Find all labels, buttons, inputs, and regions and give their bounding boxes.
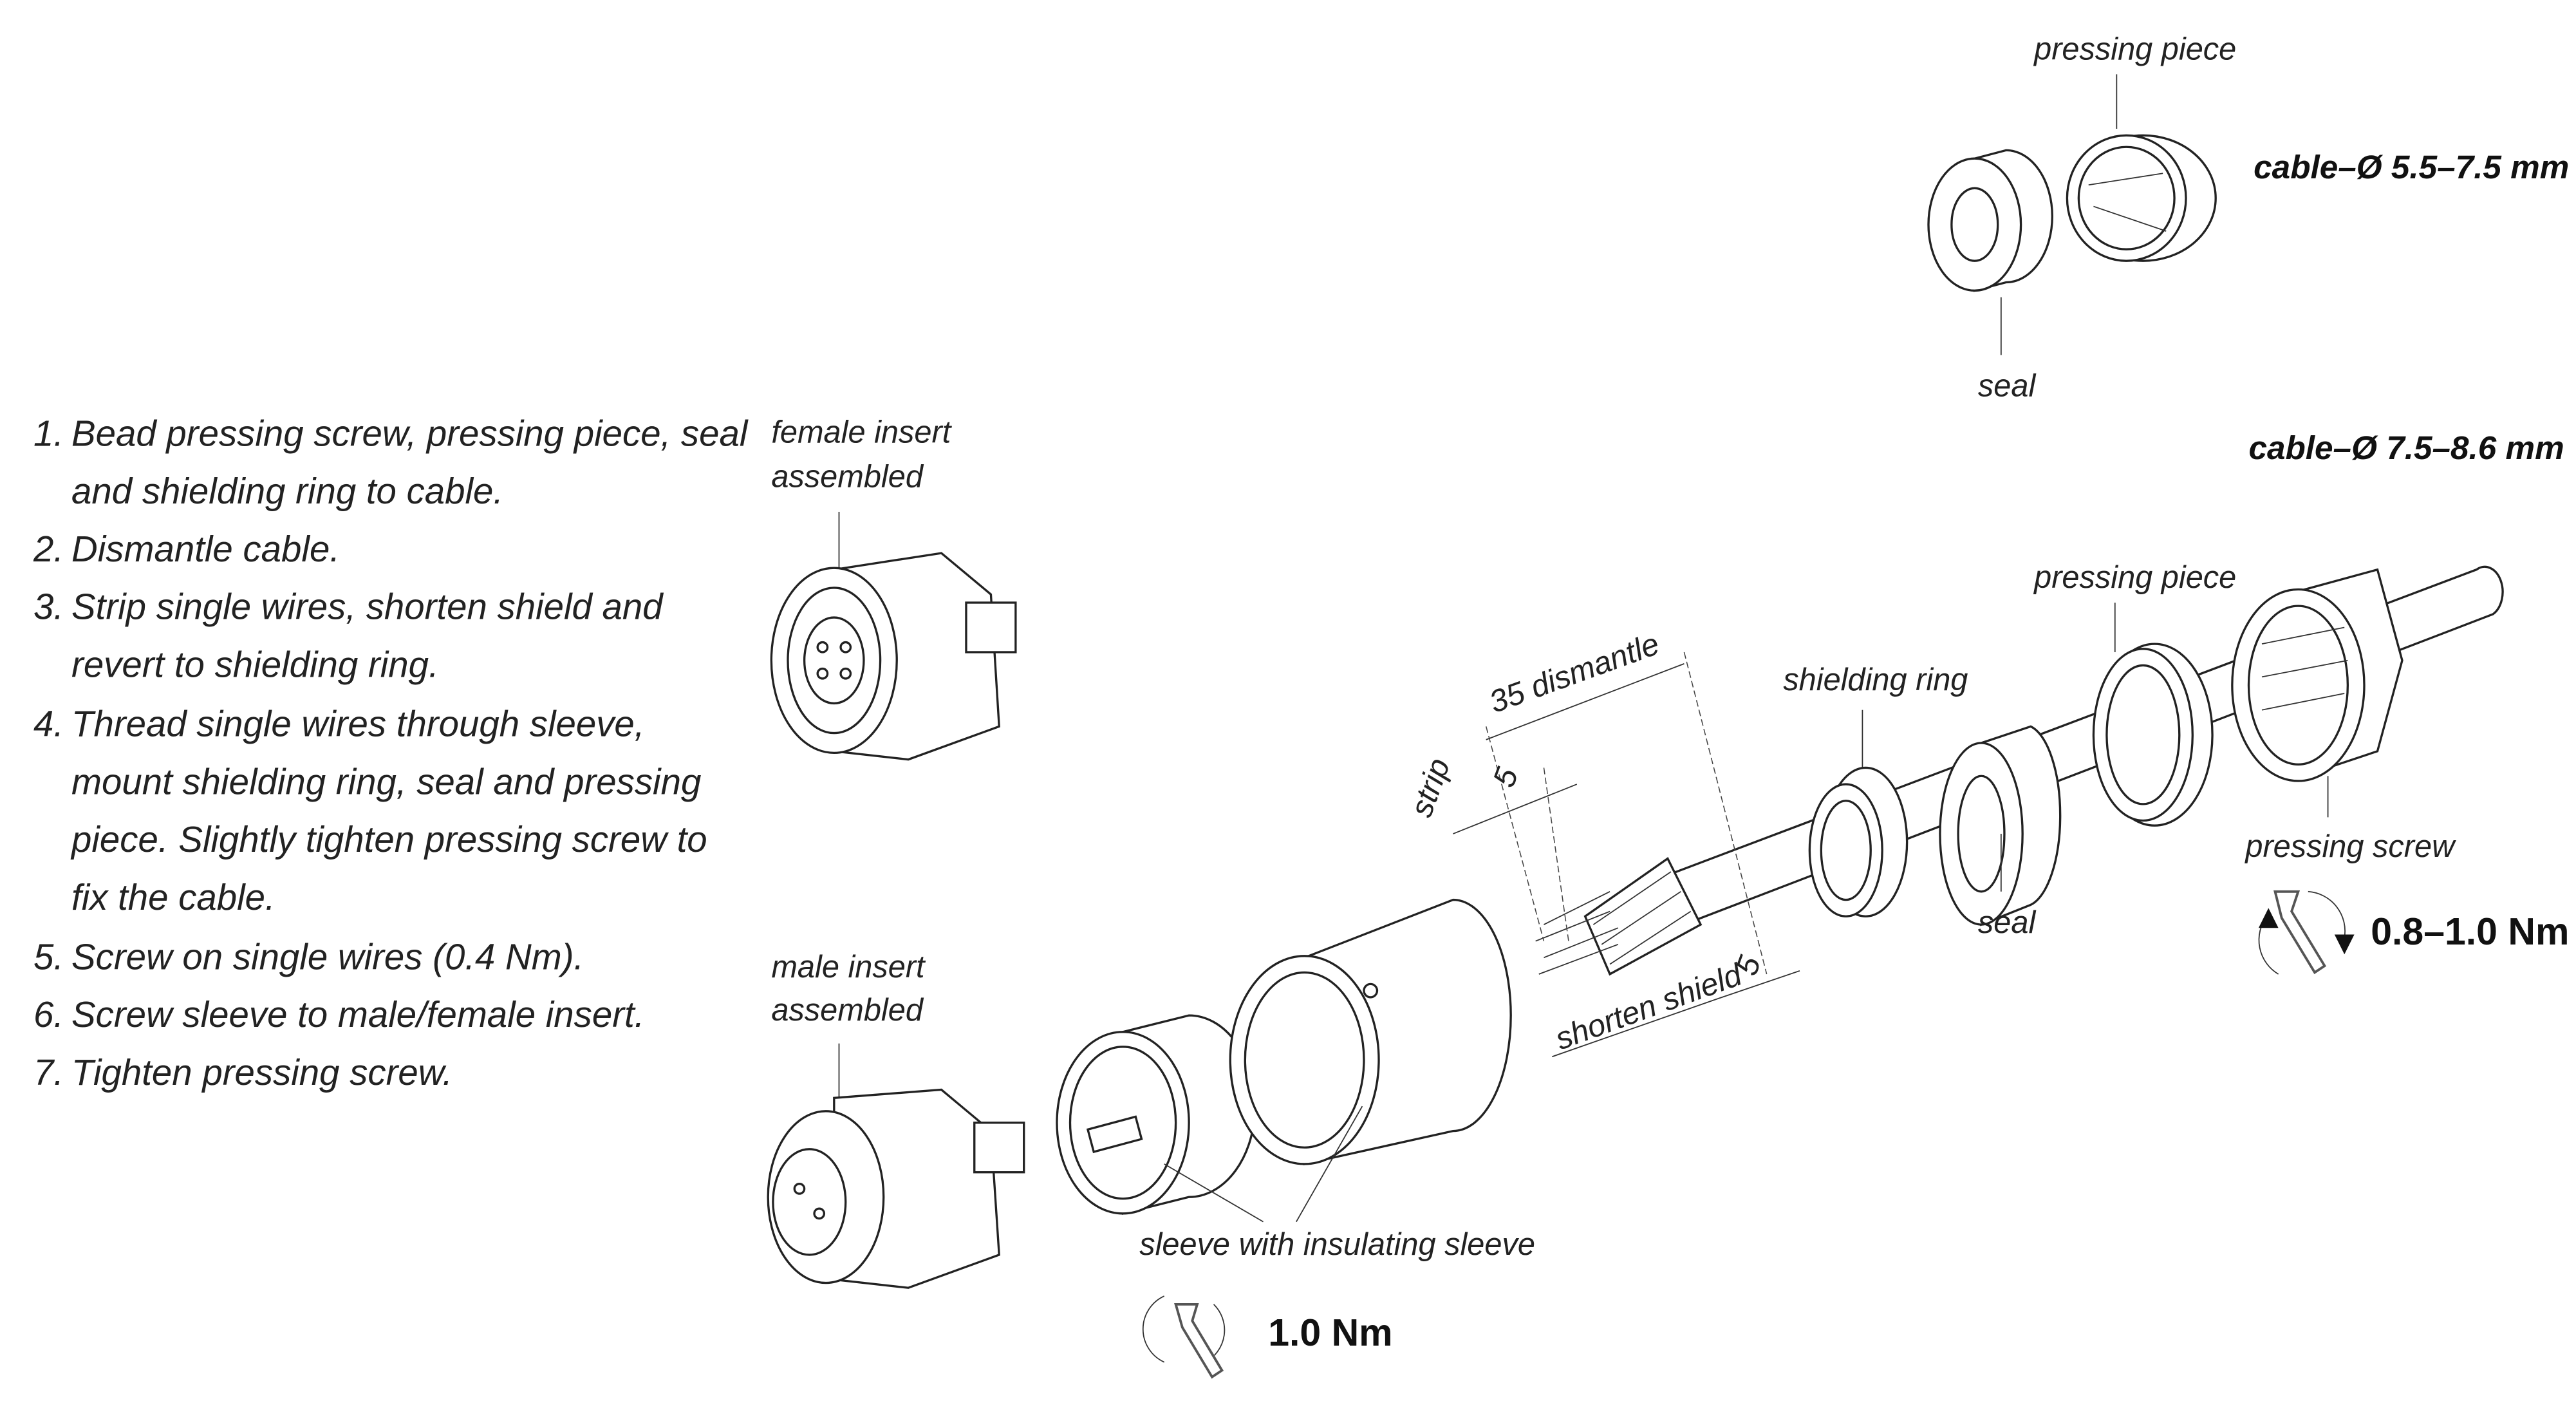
instructions-list: 1. Bead pressing screw, pressing piece, … — [33, 413, 749, 1092]
leader-line — [1164, 1163, 1264, 1223]
step-text: Tighten pressing screw. — [71, 1052, 453, 1093]
step-text: Bead pressing screw, pressing piece, sea… — [71, 413, 749, 453]
step-number: 6. — [33, 994, 64, 1035]
label-seal-top: seal — [1978, 368, 2037, 403]
wrench-rotate-icon — [1142, 1295, 1226, 1379]
label-shielding-ring: shielding ring — [1783, 663, 1968, 697]
label-seal: seal — [1978, 905, 2037, 940]
dimension-arrow — [1453, 784, 1578, 834]
step-number: 3. — [33, 587, 64, 627]
label-cable-large: cable–Ø 7.5–8.6 mm — [2248, 429, 2564, 466]
step-3: 3. Strip single wires, shorten shield an… — [33, 587, 664, 685]
sleeve-torque: 1.0 Nm — [1142, 1295, 1393, 1379]
seal-part-top — [1927, 149, 2053, 292]
step-number: 5. — [33, 936, 64, 977]
step-number: 1. — [33, 413, 64, 453]
shielding-ring: shielding ring — [1783, 663, 1968, 917]
step-text: Dismantle cable. — [71, 529, 340, 569]
sleeve — [1229, 898, 1512, 1165]
step-text: fix the cable. — [71, 877, 275, 917]
label-strip: strip — [1404, 754, 1457, 822]
pressing-screw-torque: 0.8–1.0 Nm — [2258, 890, 2569, 975]
step-number: 4. — [33, 704, 64, 744]
step-number: 7. — [33, 1052, 64, 1093]
leader-line — [1296, 1105, 1363, 1223]
label-pressing-screw: pressing screw — [2244, 829, 2456, 864]
step-text: and shielding ring to cable. — [71, 471, 503, 511]
pressing-piece-top — [2066, 134, 2217, 262]
label-male-insert: male insert — [771, 950, 926, 984]
seal-part: seal — [1939, 725, 2062, 940]
label-shorten-shield: shorten shield — [1551, 957, 1747, 1057]
torque-sleeve: 1.0 Nm — [1268, 1312, 1392, 1354]
step-7: 7. Tighten pressing screw. — [33, 1052, 453, 1093]
pressing-piece: pressing piece — [2033, 560, 2236, 827]
label-female-insert: female insert — [771, 415, 952, 449]
step-5: 5. Screw on single wires (0.4 Nm). — [33, 936, 584, 977]
step-number: 2. — [33, 529, 64, 569]
dimension-arrow — [1486, 663, 1685, 740]
torque-pressing-screw: 0.8–1.0 Nm — [2371, 911, 2569, 953]
step-text: Thread single wires through sleeve, — [71, 704, 644, 744]
label-sleeve: sleeve with insulating sleeve — [1139, 1227, 1535, 1262]
label-female-insert: assembled — [771, 459, 924, 494]
step-4: 4. Thread single wires through sleeve, m… — [33, 704, 707, 917]
label-pressing-piece: pressing piece — [2033, 560, 2236, 595]
label-cable-small: cable–Ø 5.5–7.5 mm — [2254, 149, 2569, 185]
step-6: 6. Screw sleeve to male/female insert. — [33, 994, 644, 1035]
wrench-rotate-icon — [2258, 890, 2355, 975]
step-text: Strip single wires, shorten shield and — [71, 587, 664, 627]
pressing-screw: pressing screw — [2231, 568, 2456, 864]
insulating-sleeve — [1056, 1014, 1256, 1215]
step-2: 2. Dismantle cable. — [33, 529, 340, 569]
female-insert: female insert assembled — [770, 415, 1017, 761]
label-strip-value: 5 — [1486, 763, 1525, 792]
step-text: mount shielding ring, seal and pressing — [71, 761, 701, 802]
step-text: piece. Slightly tighten pressing screw t… — [70, 819, 707, 860]
label-male-insert: assembled — [771, 993, 924, 1028]
label-pressing-piece-top: pressing piece — [2033, 32, 2236, 66]
step-1: 1. Bead pressing screw, pressing piece, … — [33, 413, 749, 511]
small-cable-variant: pressing piece seal cable–Ø 5.5–7.5 mm c… — [1927, 32, 2569, 466]
step-text: Screw sleeve to male/female insert. — [71, 994, 644, 1035]
dimension-arrow — [1717, 970, 1800, 1000]
step-text: Screw on single wires (0.4 Nm). — [71, 936, 584, 977]
step-text: revert to shielding ring. — [71, 644, 439, 684]
male-insert: male insert assembled — [767, 950, 1025, 1289]
